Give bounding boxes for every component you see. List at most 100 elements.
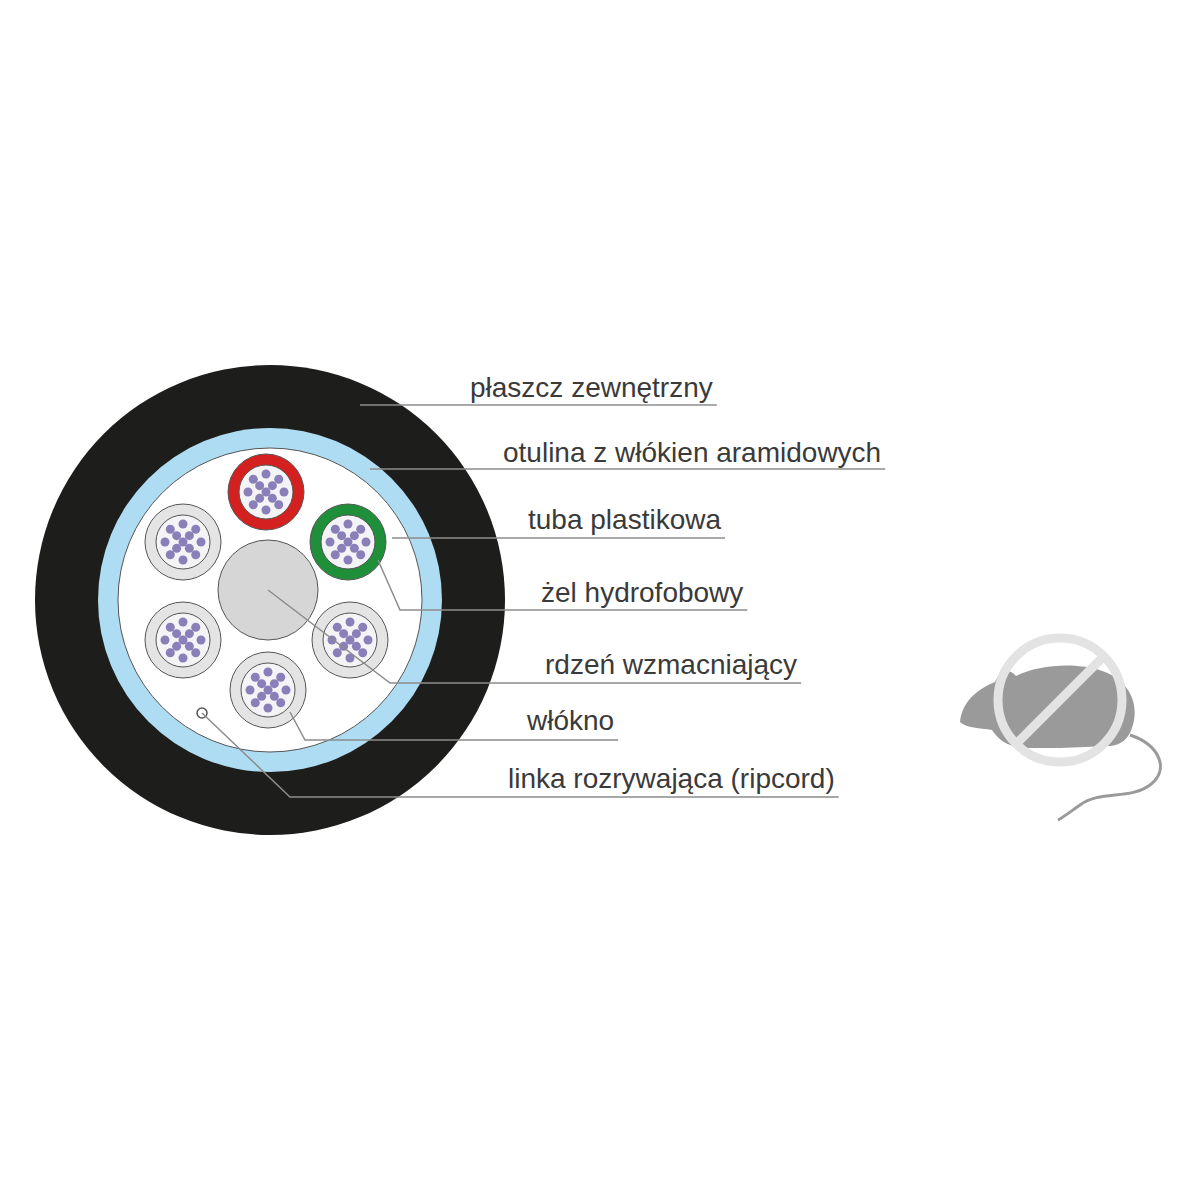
gel-fill [156,613,210,667]
part-label: tuba plastikowa [528,504,721,536]
gel-fill [241,663,295,717]
fibre [179,654,188,663]
fibre [179,556,188,565]
plastic-tube [145,602,221,678]
fibre [166,623,175,632]
fibre [358,648,367,657]
plastic-tube [310,504,386,580]
fibre [179,538,188,547]
leader-line [392,537,725,539]
fibre [352,629,361,638]
fibre [264,686,273,695]
fibre [172,642,181,651]
fibre [276,698,285,707]
fibre [262,470,271,479]
fibre [356,550,365,559]
fibre [197,636,206,645]
fibre [251,698,260,707]
inner-core [118,448,422,752]
fibre [161,538,170,547]
fibre [191,550,200,559]
leader-line [360,404,717,406]
fibre [257,692,266,701]
prohibition-slash [1016,656,1104,744]
fibre [255,494,264,503]
fibre [257,679,266,688]
part-label: linka rozrywająca (ripcord) [508,763,835,795]
plastic-tube [145,504,221,580]
part-label: płaszcz zewnętrzny [470,372,713,404]
fibre [249,500,258,509]
gel-fill [321,515,375,569]
aramid-layer [98,428,442,772]
part-label: włókno [527,705,614,737]
part-label: żel hydrofobowy [541,577,743,609]
fibre [185,544,194,553]
part-label: otulina z włókien aramidowych [503,437,881,469]
fibre [268,494,277,503]
fibre [179,618,188,627]
fibre [185,642,194,651]
fibre [185,531,194,540]
fibre [337,531,346,540]
fibre [333,648,342,657]
fibre [197,538,206,547]
gel-fill [323,613,377,667]
fibre [244,488,253,497]
plastic-tube [228,454,304,530]
fibre [264,668,273,677]
leader-line [202,713,839,797]
leader-line [378,560,747,610]
fibre [333,623,342,632]
outer-jacket [35,365,505,835]
fibre [350,531,359,540]
fibre [356,525,365,534]
fibre [326,538,335,547]
fibre [262,506,271,515]
fibre [172,629,181,638]
fibre [179,636,188,645]
fibre [346,618,355,627]
fibre [270,679,279,688]
fibre [161,636,170,645]
fibre [246,686,255,695]
fibre [331,525,340,534]
plastic-tube [230,652,306,728]
leader-line [370,468,885,470]
fibre [276,673,285,682]
gel-fill [156,515,210,569]
tube-group [145,454,388,728]
fibre [339,629,348,638]
fibre [172,531,181,540]
rat-tail [1058,735,1160,820]
fibre [166,525,175,534]
fibre [172,544,181,553]
fibre [362,538,371,547]
part-label: rdzeń wzmacniający [545,649,797,681]
fibre [337,544,346,553]
fibre [274,500,283,509]
fibre [346,636,355,645]
fibre [358,623,367,632]
fibre [274,475,283,484]
fibre [280,488,289,497]
gel-fill [239,465,293,519]
fibre [268,481,277,490]
fibre [251,673,260,682]
fibre [270,692,279,701]
fibre [344,538,353,547]
fibre [166,648,175,657]
fibre [262,488,271,497]
fibre [191,525,200,534]
fibre [350,544,359,553]
no-rodent-icon [960,638,1160,820]
prohibition-circle [998,638,1122,762]
fibre [191,623,200,632]
fibre [344,520,353,529]
fibre [249,475,258,484]
fibre [166,550,175,559]
fibre [282,686,291,695]
fibre [191,648,200,657]
fibre [352,642,361,651]
